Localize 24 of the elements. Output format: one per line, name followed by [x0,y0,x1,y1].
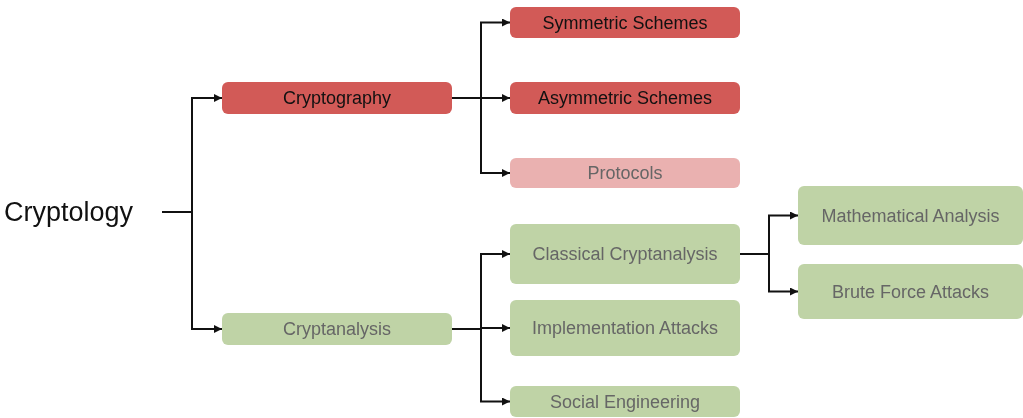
category-label: Cryptanalysis [282,318,391,341]
category-label: Social Engineering [549,390,701,414]
category-box [510,7,740,38]
category-label: Brute Force Attacks [831,280,990,304]
category-label: Implementation Attacks [531,317,719,340]
category-box [798,264,1023,319]
root-label: Cryptology [4,198,134,226]
category-box [222,82,452,114]
connector-arrow [451,328,511,406]
category-box [510,224,740,284]
category-label: Asymmetric Schemes [537,87,712,110]
category-box [510,386,740,417]
category-box [798,186,1023,245]
category-box [222,313,452,345]
category-box [510,82,740,114]
category-box [510,158,740,188]
category-label: Symmetric Schemes [542,11,708,35]
category-label: Cryptography [282,87,392,110]
connector-arrow [451,97,511,177]
connector-arrow [161,211,223,333]
category-box [510,300,740,356]
category-label: Classical Cryptanalysis [532,243,718,266]
category-label: Protocols [587,162,663,185]
category-label: Mathematical Analysis [821,204,1000,228]
